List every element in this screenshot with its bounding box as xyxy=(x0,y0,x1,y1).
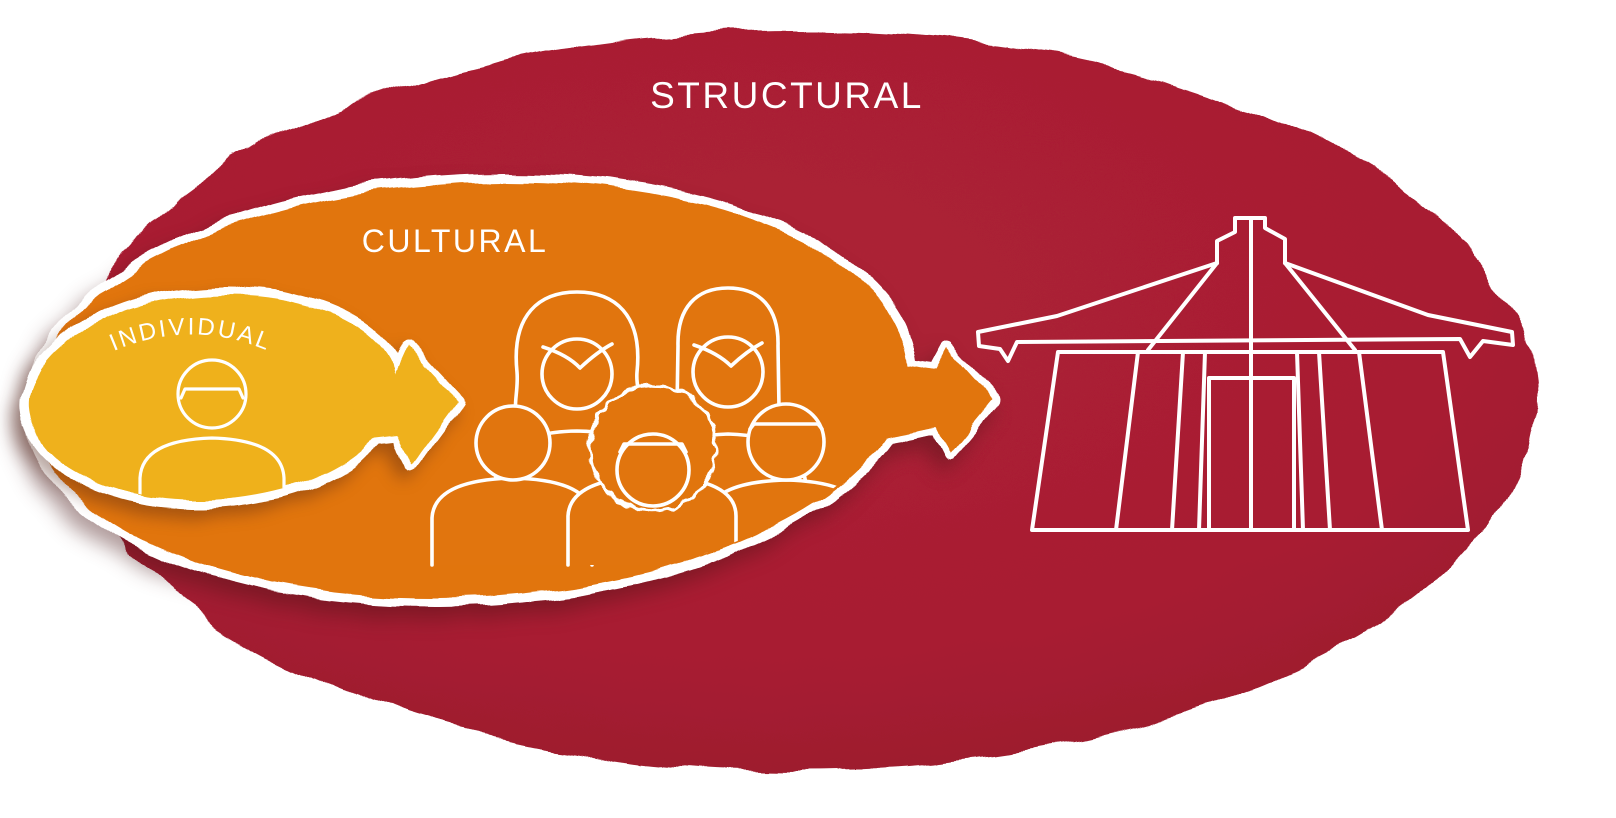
person-face xyxy=(474,404,552,482)
person-face xyxy=(746,402,826,482)
building-wall-panels xyxy=(1114,350,1384,532)
person-fringe xyxy=(541,342,614,370)
building-wall xyxy=(1030,350,1470,532)
person-fringe xyxy=(179,387,245,400)
person-fringe xyxy=(692,341,764,368)
building-door xyxy=(1207,376,1296,532)
cultural-arrow-icon xyxy=(878,349,994,453)
cultural-label: CULTURAL xyxy=(362,223,549,259)
building-inner-rafters xyxy=(1146,261,1357,352)
individual-arrow-icon xyxy=(350,346,458,465)
people-group-icon xyxy=(430,286,866,567)
person-face xyxy=(615,432,691,508)
building-icon xyxy=(976,216,1515,532)
building-roof-bargeboards xyxy=(976,261,1515,363)
person-fringe xyxy=(748,422,824,431)
person-fringe xyxy=(618,442,688,454)
person-face xyxy=(176,358,248,430)
structural-label: STRUCTURAL xyxy=(650,75,924,116)
